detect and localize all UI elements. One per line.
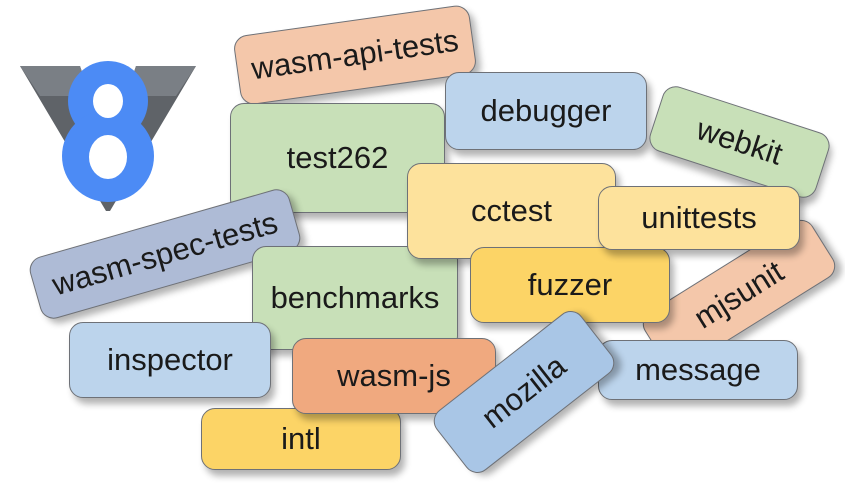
v8-logo-icon — [20, 61, 196, 211]
tag-label: benchmarks — [270, 280, 440, 315]
tag-wasm-api-tests: wasm-api-tests — [232, 3, 478, 107]
tag-benchmarks: benchmarks — [252, 246, 458, 350]
tag-label: wasm-api-tests — [249, 22, 461, 87]
tag-message: message — [598, 340, 798, 400]
tag-label: intl — [281, 421, 321, 456]
tag-inspector: inspector — [69, 322, 271, 398]
tag-webkit: webkit — [645, 82, 834, 202]
tag-label: unittests — [641, 200, 757, 235]
tag-label: wasm-spec-tests — [48, 204, 282, 303]
tag-label: debugger — [480, 93, 612, 128]
tag-label: wasm-js — [337, 358, 451, 393]
tag-label: inspector — [107, 342, 233, 377]
tag-label: mjsunit — [687, 253, 790, 336]
tag-label: cctest — [471, 193, 552, 228]
tag-label: fuzzer — [527, 267, 613, 302]
tag-unittests: unittests — [598, 186, 800, 250]
tag-intl: intl — [201, 408, 401, 470]
tag-label: test262 — [286, 140, 389, 175]
tag-label: message — [635, 352, 761, 387]
tag-debugger: debugger — [445, 72, 647, 150]
tag-cctest: cctest — [407, 163, 616, 259]
tag-label: webkit — [692, 111, 787, 172]
